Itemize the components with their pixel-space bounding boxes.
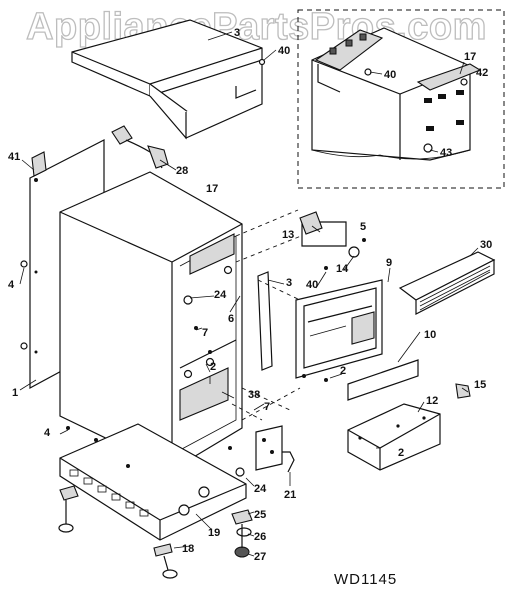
callout-41: 41	[8, 151, 20, 163]
diagram-code-label: WD1145	[334, 571, 397, 588]
callout-7-lower: 7	[264, 401, 270, 413]
bracket-part	[347, 403, 441, 471]
callout-15: 15	[474, 379, 486, 391]
door-panel-part	[295, 279, 383, 379]
explode-lines	[231, 209, 307, 421]
door-insulation-part	[302, 359, 419, 401]
callout-26: 26	[254, 531, 266, 543]
callout-24: 24	[214, 289, 227, 301]
callout-38: 38	[248, 389, 260, 401]
callout-17: 17	[206, 183, 218, 195]
base-frame-part	[59, 423, 247, 541]
callout-3-strip: 3	[286, 277, 292, 289]
callout-2-door: 2	[340, 365, 346, 377]
callout-1: 1	[12, 387, 18, 399]
callout-25: 25	[254, 509, 266, 521]
callout-10: 10	[424, 329, 436, 341]
callout-7: 7	[202, 327, 208, 339]
leader-lines	[19, 31, 479, 557]
inset-detail	[297, 9, 505, 189]
hinge-plate-part	[235, 425, 295, 477]
door-knob-part	[455, 383, 471, 399]
power-cord-part	[111, 125, 169, 169]
callout-4-lower: 4	[44, 427, 51, 439]
door-hinge-part	[299, 211, 366, 270]
callout-40-top: 40	[278, 45, 290, 57]
cabinet-body-part	[59, 171, 243, 471]
callout-3-top: 3	[234, 27, 240, 39]
callout-17-inset: 17	[464, 51, 476, 63]
callout-12: 12	[426, 395, 438, 407]
callout-13: 13	[282, 229, 294, 241]
callout-21: 21	[284, 489, 296, 501]
callout-5: 5	[360, 221, 366, 233]
callout-24-lower: 24	[254, 483, 267, 495]
callout-labels: 3 40 17 42 40 43 41 28 17 13 5 30 9 14 4…	[8, 27, 492, 563]
callout-42: 42	[476, 67, 488, 79]
gasket-strip-part	[257, 271, 273, 371]
callout-2-bracket: 2	[398, 447, 404, 459]
callout-4-left: 4	[8, 279, 15, 291]
callout-28: 28	[176, 165, 188, 177]
callout-9: 9	[386, 257, 392, 269]
callout-14: 14	[336, 263, 349, 275]
callout-40-inset: 40	[384, 69, 396, 81]
callout-40: 40	[306, 279, 318, 291]
door-handle-part	[398, 251, 496, 315]
callout-2-upper: 2	[210, 361, 216, 373]
callout-19: 19	[208, 527, 220, 539]
callout-6: 6	[228, 313, 234, 325]
callout-27: 27	[254, 551, 266, 563]
top-cover-part	[71, 19, 263, 140]
leveling-legs-part	[58, 485, 253, 579]
callout-43: 43	[440, 147, 452, 159]
callout-30: 30	[480, 239, 492, 251]
callout-18: 18	[182, 543, 194, 555]
